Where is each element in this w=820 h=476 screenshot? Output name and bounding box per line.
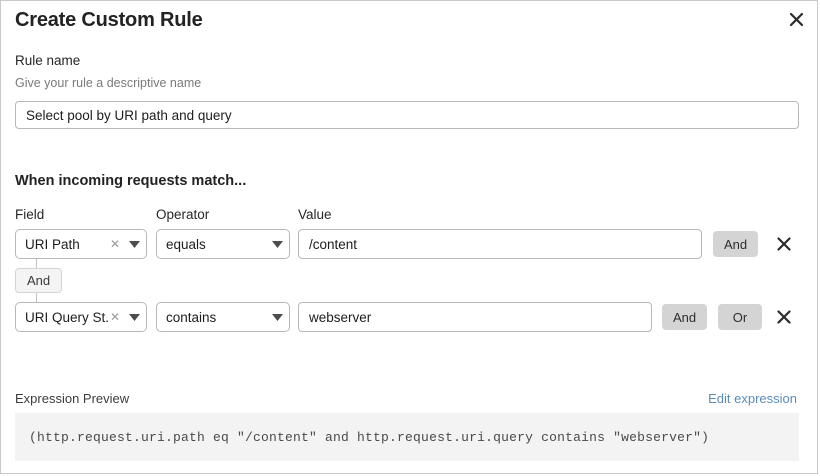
field-select-1[interactable]: URI Path ✕: [15, 229, 147, 259]
chevron-down-icon[interactable]: [265, 240, 289, 248]
chevron-down-icon[interactable]: [265, 313, 289, 321]
or-button-2[interactable]: Or: [718, 304, 762, 330]
operator-select-1-value: equals: [166, 236, 206, 252]
column-header-field: Field: [15, 207, 45, 222]
clear-icon[interactable]: ✕: [109, 237, 121, 251]
chevron-down-icon[interactable]: [122, 313, 146, 321]
column-header-value: Value: [298, 207, 332, 222]
edit-expression-link[interactable]: Edit expression: [708, 391, 797, 406]
rule-name-label: Rule name: [15, 53, 81, 68]
clear-icon[interactable]: ✕: [109, 310, 121, 324]
operator-select-2[interactable]: contains: [156, 302, 290, 332]
expression-preview-label: Expression Preview: [15, 391, 130, 406]
rule-name-input[interactable]: Select pool by URI path and query: [15, 101, 799, 129]
field-select-1-value: URI Path: [25, 236, 80, 252]
rule-name-hint: Give your rule a descriptive name: [15, 76, 202, 90]
operator-select-2-value: contains: [166, 309, 217, 325]
and-button-1[interactable]: And: [713, 231, 759, 257]
delete-icon[interactable]: [773, 306, 795, 328]
operator-select-1[interactable]: equals: [156, 229, 290, 259]
group-operator-badge[interactable]: And: [15, 268, 63, 293]
close-icon[interactable]: [785, 8, 807, 30]
condition-row: URI Path ✕ equals /content And: [1, 229, 819, 261]
condition-row: URI Query St... ✕ contains webserver And…: [1, 302, 819, 334]
chevron-down-icon[interactable]: [122, 240, 146, 248]
column-header-operator: Operator: [156, 207, 210, 222]
value-input-2[interactable]: webserver: [298, 302, 652, 332]
delete-icon[interactable]: [773, 233, 795, 255]
and-button-2[interactable]: And: [662, 304, 708, 330]
conditions-heading: When incoming requests match...: [15, 173, 247, 189]
dialog-title: Create Custom Rule: [15, 9, 203, 31]
field-select-2[interactable]: URI Query St... ✕: [15, 302, 147, 332]
field-select-2-value: URI Query St...: [25, 309, 108, 325]
expression-preview-box: (http.request.uri.path eq "/content" and…: [15, 413, 799, 461]
expression-code: (http.request.uri.path eq "/content" and…: [29, 429, 710, 445]
value-input-1[interactable]: /content: [298, 229, 702, 259]
